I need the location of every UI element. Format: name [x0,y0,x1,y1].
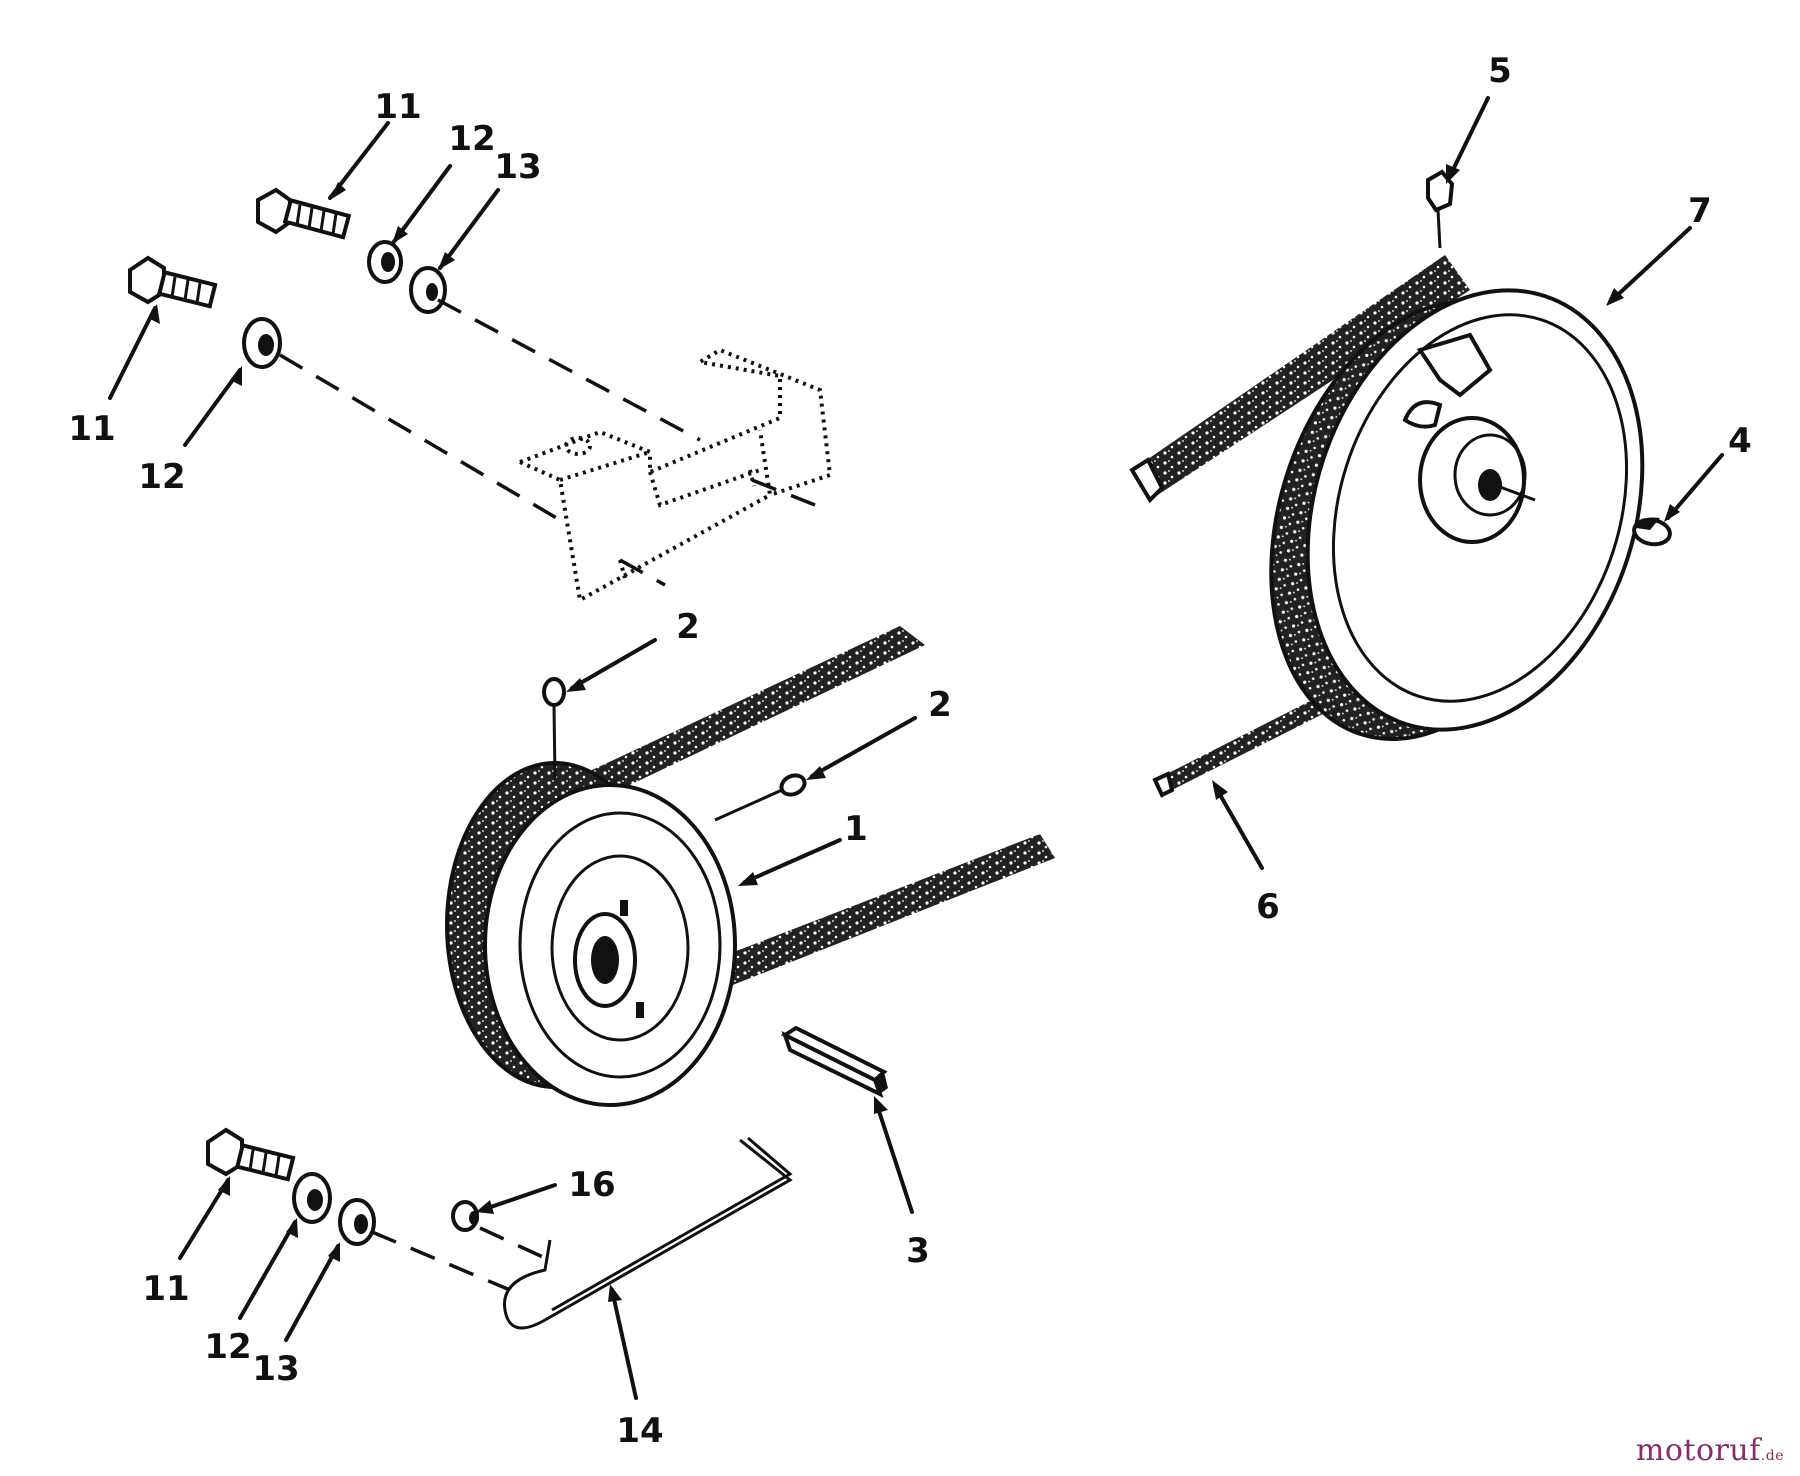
callout-2-lower: 2 [928,685,952,725]
washer-upper-12 [367,240,403,284]
bolt-mid [128,255,218,309]
set-screw-upper-2 [542,677,566,781]
callout-5: 5 [1488,51,1512,91]
callout-11-upper: 11 [374,87,421,127]
washer-lower-13 [338,1198,376,1246]
watermark-text: motoruf [1635,1433,1761,1468]
callout-4: 4 [1728,421,1752,461]
callout-11-lower: 11 [142,1269,189,1309]
callout-14: 14 [616,1411,663,1451]
key-3 [780,1025,888,1098]
drive-pulley-1 [445,626,1055,1107]
nut-16 [451,1200,546,1260]
callout-11-mid: 11 [68,409,115,449]
bolt-lower [206,1127,296,1182]
callout-3: 3 [906,1231,930,1271]
callout-16: 16 [568,1165,615,1205]
washer-mid-12 [242,317,282,369]
callout-13-upper: 13 [494,147,541,187]
callout-12-mid: 12 [138,457,185,497]
callout-7: 7 [1688,191,1712,231]
callout-12-lower: 12 [204,1327,251,1367]
callout-13-lower: 13 [252,1349,299,1389]
set-screw-lower-2 [714,773,807,822]
washer-lower-12 [292,1172,332,1224]
callout-6: 6 [1256,887,1280,927]
callout-1: 1 [844,809,868,849]
washer-upper-13 [409,266,447,314]
watermark-suffix: .de [1760,1448,1784,1464]
cap-4 [1632,517,1672,547]
watermark-logo: motoruf.de [1636,1433,1784,1468]
set-screw-5 [1426,169,1455,249]
bolt-upper [256,187,352,240]
driven-pulley-7 [1129,255,1645,798]
callout-12-upper: 12 [448,119,495,159]
callout-2-upper: 2 [676,607,700,647]
mounting-bracket [519,347,833,604]
belt-guide-rod-14 [503,1136,793,1330]
